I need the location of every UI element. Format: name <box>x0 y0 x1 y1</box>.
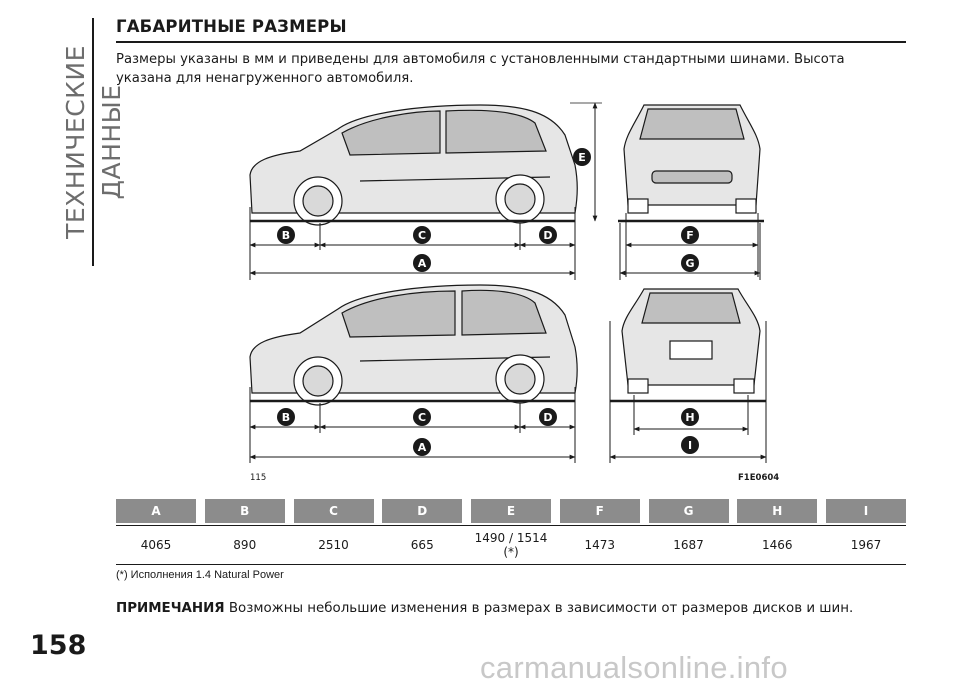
dimensions-figure: E B C D A F G B C D A H I 115 F1 <box>230 95 790 485</box>
intro-text: Размеры указаны в мм и приведены для авт… <box>116 52 845 86</box>
label-C-top: C <box>418 229 426 242</box>
dimensions-table: A B C D E F G H I 4065 890 2510 665 1490… <box>116 499 906 565</box>
side-view-3door <box>249 284 578 406</box>
section-tab-label: ТЕХНИЧЕСКИЕ ДАННЫЕ <box>61 45 126 239</box>
table-cell: 1473 <box>584 538 616 552</box>
badge-C-top <box>413 226 431 244</box>
table-header-cell: H <box>737 499 818 523</box>
table-header-cell: G <box>648 499 729 523</box>
table-header-cell: B <box>204 499 285 523</box>
badge-E <box>573 148 591 166</box>
figure-ref: 115 <box>250 473 267 483</box>
page-title: ГАБАРИТНЫЕ РАЗМЕРЫ <box>116 17 347 36</box>
table-cell: 1466 <box>761 538 793 552</box>
table-header-cell: I <box>826 499 906 523</box>
title-rule <box>116 41 906 43</box>
section-tab-rule <box>92 18 94 266</box>
table-cell: 1687 <box>673 538 704 552</box>
badge-B-top <box>277 226 295 244</box>
badge-C-bottom <box>413 408 431 426</box>
badge-F <box>681 226 699 244</box>
badge-G <box>681 254 699 272</box>
note-text: Возможны небольшие изменения в размерах … <box>224 601 854 616</box>
table-header-cell: F <box>559 499 640 523</box>
table-row: 4065 890 2510 665 1490 / 1514 (*) 1473 1… <box>116 526 906 564</box>
label-H: H <box>685 411 694 424</box>
note: ПРИМЕЧАНИЯ Возможны небольшие изменения … <box>116 601 853 616</box>
table-cell: 1490 / 1514 (*) <box>474 531 548 559</box>
footnote: (*) Исполнения 1.4 Natural Power <box>116 569 284 581</box>
page-number: 158 <box>30 630 87 661</box>
label-A-bottom: A <box>418 441 427 454</box>
badge-D-top <box>539 226 557 244</box>
table-rule <box>116 564 906 565</box>
table-cell: 890 <box>233 538 257 552</box>
badge-B-bottom <box>277 408 295 426</box>
label-C-bottom: C <box>418 411 426 424</box>
table-cell: 4065 <box>140 538 172 552</box>
badge-D-bottom <box>539 408 557 426</box>
note-label: ПРИМЕЧАНИЯ <box>116 601 225 616</box>
front-view <box>623 104 761 214</box>
table-header-cell: A <box>116 499 196 523</box>
label-D-top: D <box>543 229 552 242</box>
table-header-cell: D <box>382 499 463 523</box>
figure-code: F1E0604 <box>738 473 780 483</box>
label-D-bottom: D <box>543 411 552 424</box>
label-E: E <box>578 151 586 164</box>
label-G: G <box>685 257 694 270</box>
label-F: F <box>686 229 694 242</box>
badge-H <box>681 408 699 426</box>
table-header-cell: C <box>293 499 374 523</box>
table-cell: 1967 <box>850 538 882 552</box>
label-I: I <box>688 439 692 452</box>
dimensions-drawing: E B C D A F G B C D A H I <box>249 102 767 463</box>
table-header-cell: E <box>471 499 551 523</box>
badge-A-bottom <box>413 438 431 456</box>
table-header-row: A B C D E F G H I <box>116 499 906 523</box>
label-B-top: B <box>282 229 290 242</box>
badge-I <box>681 436 699 454</box>
side-view-5door <box>249 104 578 226</box>
table-cell: 2510 <box>318 538 349 552</box>
section-tab: ТЕХНИЧЕСКИЕ ДАННЫЕ <box>58 18 126 266</box>
table-rule <box>116 525 906 526</box>
watermark: carmanualsonline.info <box>480 650 788 685</box>
badge-A-top <box>413 254 431 272</box>
label-A-top: A <box>418 257 427 270</box>
rear-view <box>621 288 761 394</box>
label-B-bottom: B <box>282 411 290 424</box>
table-cell: 665 <box>410 538 434 552</box>
